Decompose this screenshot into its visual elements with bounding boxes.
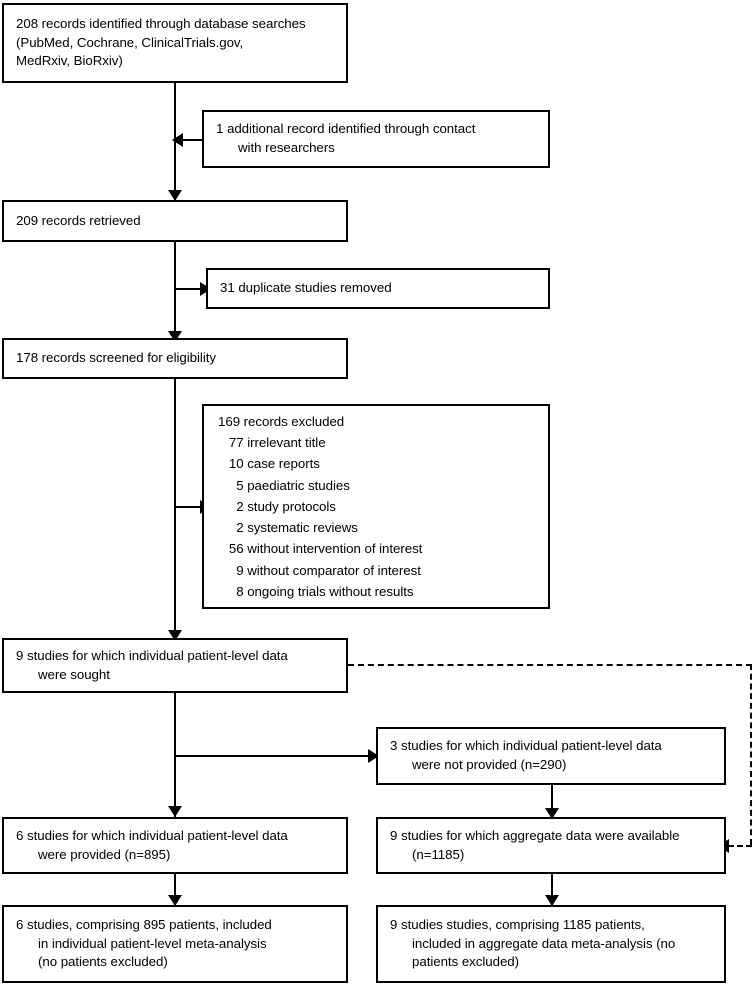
connector-to-excluded	[174, 506, 206, 508]
box-records-screened: 178 records screened for eligibility	[2, 338, 348, 379]
box-aggregate-meta-analysis: 9 studies studies, comprising 1185 patie…	[376, 905, 726, 983]
connector-to-ipd-not-provided	[174, 755, 382, 757]
box-records-identified-text: 208 records identified through database …	[16, 15, 306, 69]
arrowhead-to-ipd-sought	[168, 630, 182, 641]
arrowhead-to-aggregate-meta	[545, 895, 559, 906]
box-records-identified: 208 records identified through database …	[2, 3, 348, 83]
box-additional-record-text: 1 additional record identified through c…	[216, 121, 476, 155]
connector-retrieved-to-screened	[174, 242, 176, 344]
dashed-connector-vertical	[750, 664, 752, 845]
dashed-connector-horizontal	[348, 664, 752, 666]
box-ipd-sought: 9 studies for which individual patient-l…	[2, 638, 348, 693]
box-records-retrieved: 209 records retrieved	[2, 200, 348, 242]
box-ipd-meta-analysis-text: 6 studies, comprising 895 patients, incl…	[16, 916, 272, 970]
connector-to-duplicates	[174, 288, 206, 290]
connector-screened-to-ipd-sought	[174, 370, 176, 638]
box-records-screened-text: 178 records screened for eligibility	[16, 350, 216, 366]
connector-aggregate-to-aggregate-meta	[551, 873, 553, 907]
arrowhead-to-screened	[168, 331, 182, 342]
box-ipd-provided-text: 6 studies for which individual patient-l…	[16, 827, 288, 862]
box-ipd-sought-text: 9 studies for which individual patient-l…	[16, 647, 288, 682]
arrowhead-to-ipd-meta	[168, 895, 182, 906]
arrowhead-to-retrieved	[168, 190, 182, 201]
connector-provided-to-ipd-meta	[174, 873, 176, 907]
box-aggregate-available-text: 9 studies for which aggregate data were …	[390, 827, 680, 862]
connector-additional-to-spine	[180, 139, 202, 141]
box-duplicates-removed: 31 duplicate studies removed	[206, 268, 550, 309]
box-ipd-not-provided-text: 3 studies for which individual patient-l…	[390, 738, 662, 772]
arrowhead-to-aggregate-available	[545, 808, 559, 819]
box-records-retrieved-text: 209 records retrieved	[16, 212, 141, 228]
box-ipd-provided: 6 studies for which individual patient-l…	[2, 817, 348, 874]
box-records-excluded-text: 169 records excluded 77 irrelevant title…	[218, 413, 423, 599]
box-additional-record: 1 additional record identified through c…	[202, 110, 550, 168]
box-aggregate-available: 9 studies for which aggregate data were …	[376, 817, 726, 874]
arrowhead-to-duplicates	[200, 282, 211, 296]
connector-notprovided-to-aggregate	[551, 785, 553, 821]
arrowhead-to-ipd-provided	[168, 806, 182, 817]
box-duplicates-removed-text: 31 duplicate studies removed	[220, 280, 392, 296]
box-records-excluded: 169 records excluded 77 irrelevant title…	[202, 404, 550, 609]
dashed-connector-into-aggregate	[728, 845, 752, 847]
box-ipd-meta-analysis: 6 studies, comprising 895 patients, incl…	[2, 905, 348, 983]
arrowhead-to-ipd-not-provided	[368, 749, 379, 763]
box-aggregate-meta-analysis-text: 9 studies studies, comprising 1185 patie…	[390, 916, 676, 970]
arrowhead-additional-into-spine	[172, 133, 183, 147]
box-ipd-not-provided: 3 studies for which individual patient-l…	[376, 727, 726, 785]
